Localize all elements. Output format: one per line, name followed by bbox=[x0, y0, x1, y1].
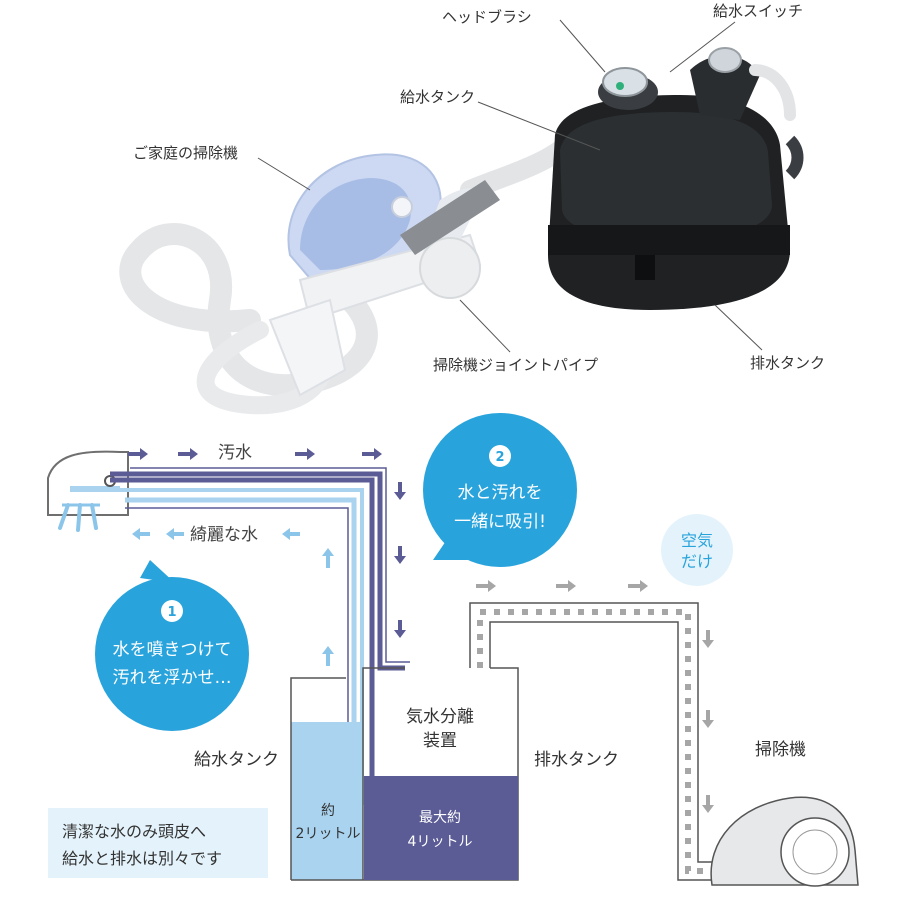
drain-capacity-line2: 4リットル bbox=[408, 834, 473, 850]
bubble1-line1: 水を噴きつけて bbox=[113, 640, 232, 660]
note-box: 清潔な水のみ頭皮へ 給水と排水は別々です bbox=[48, 808, 268, 878]
vacuum-label: 掃除機 bbox=[755, 740, 806, 760]
leader-home-vacuum bbox=[257, 157, 311, 191]
bubble2-line2: 一緒に吸引! bbox=[454, 512, 546, 532]
supply-capacity-line2: 2リットル bbox=[296, 826, 361, 842]
label-supply-tank: 給水タンク bbox=[400, 88, 475, 106]
supply-tank: 約 2リットル bbox=[290, 677, 363, 881]
label-home-vacuum: ご家庭の掃除機 bbox=[133, 144, 238, 162]
leader-joint-pipe bbox=[459, 299, 511, 353]
vacuum-cleaner-icon bbox=[710, 796, 859, 887]
dirty-water-label: 汚水 bbox=[218, 443, 252, 463]
clean-water-label: 綺麗な水 bbox=[190, 525, 258, 545]
bubble2-line1: 水と汚れを bbox=[458, 483, 543, 503]
supply-tank-label: 給水タンク bbox=[194, 750, 279, 770]
bubble-spray: 1 水を噴きつけて 汚れを浮かせ… bbox=[95, 560, 249, 731]
supply-capacity-line1: 約 bbox=[321, 803, 335, 819]
leader-supply-switch bbox=[669, 21, 736, 73]
note-line2: 給水と排水は別々です bbox=[62, 849, 222, 868]
separator-line2: 装置 bbox=[423, 731, 457, 751]
drain-tank: 気水分離 装置 最大約 4リットル bbox=[362, 667, 519, 881]
label-drain-tank: 排水タンク bbox=[750, 354, 825, 372]
leader-supply-tank bbox=[477, 101, 601, 151]
product-photo: ヘッドブラシ 給水スイッチ 給水タンク ご家庭の掃除機 掃除機ジョイントパイプ … bbox=[119, 2, 825, 415]
label-joint-pipe: 掃除機ジョイントパイプ bbox=[433, 356, 598, 374]
bubble2-number: 2 bbox=[495, 450, 504, 465]
clean-water-pipe bbox=[75, 488, 364, 805]
bubble1-number: 1 bbox=[167, 605, 176, 620]
leader-head-brush bbox=[559, 19, 606, 73]
water-tank-unit-image bbox=[548, 47, 804, 310]
vacuum-hose-coil bbox=[119, 223, 378, 397]
air-only-line1: 空気 bbox=[681, 531, 713, 550]
drain-tank-label: 排水タンク bbox=[534, 750, 619, 770]
air-only-bubble: 空気 だけ bbox=[661, 514, 733, 586]
drain-capacity-line1: 最大約 bbox=[419, 810, 461, 826]
label-supply-switch: 給水スイッチ bbox=[713, 2, 803, 20]
air-duct bbox=[469, 602, 712, 881]
bubble-suction: 2 水と汚れを 一緒に吸引! bbox=[423, 413, 577, 567]
separator-line1: 気水分離 bbox=[406, 707, 474, 727]
air-only-line2: だけ bbox=[681, 552, 713, 571]
label-head-brush: ヘッドブラシ bbox=[442, 8, 532, 26]
home-vacuum-image bbox=[268, 153, 500, 397]
leader-drain-tank bbox=[714, 304, 763, 351]
clean-flow-arrows bbox=[132, 528, 334, 666]
dirty-flow-arrows bbox=[128, 448, 406, 638]
note-line1: 清潔な水のみ頭皮へ bbox=[62, 822, 206, 841]
bubble1-line2: 汚れを浮かせ… bbox=[113, 668, 232, 688]
air-flow-arrows bbox=[476, 580, 714, 813]
